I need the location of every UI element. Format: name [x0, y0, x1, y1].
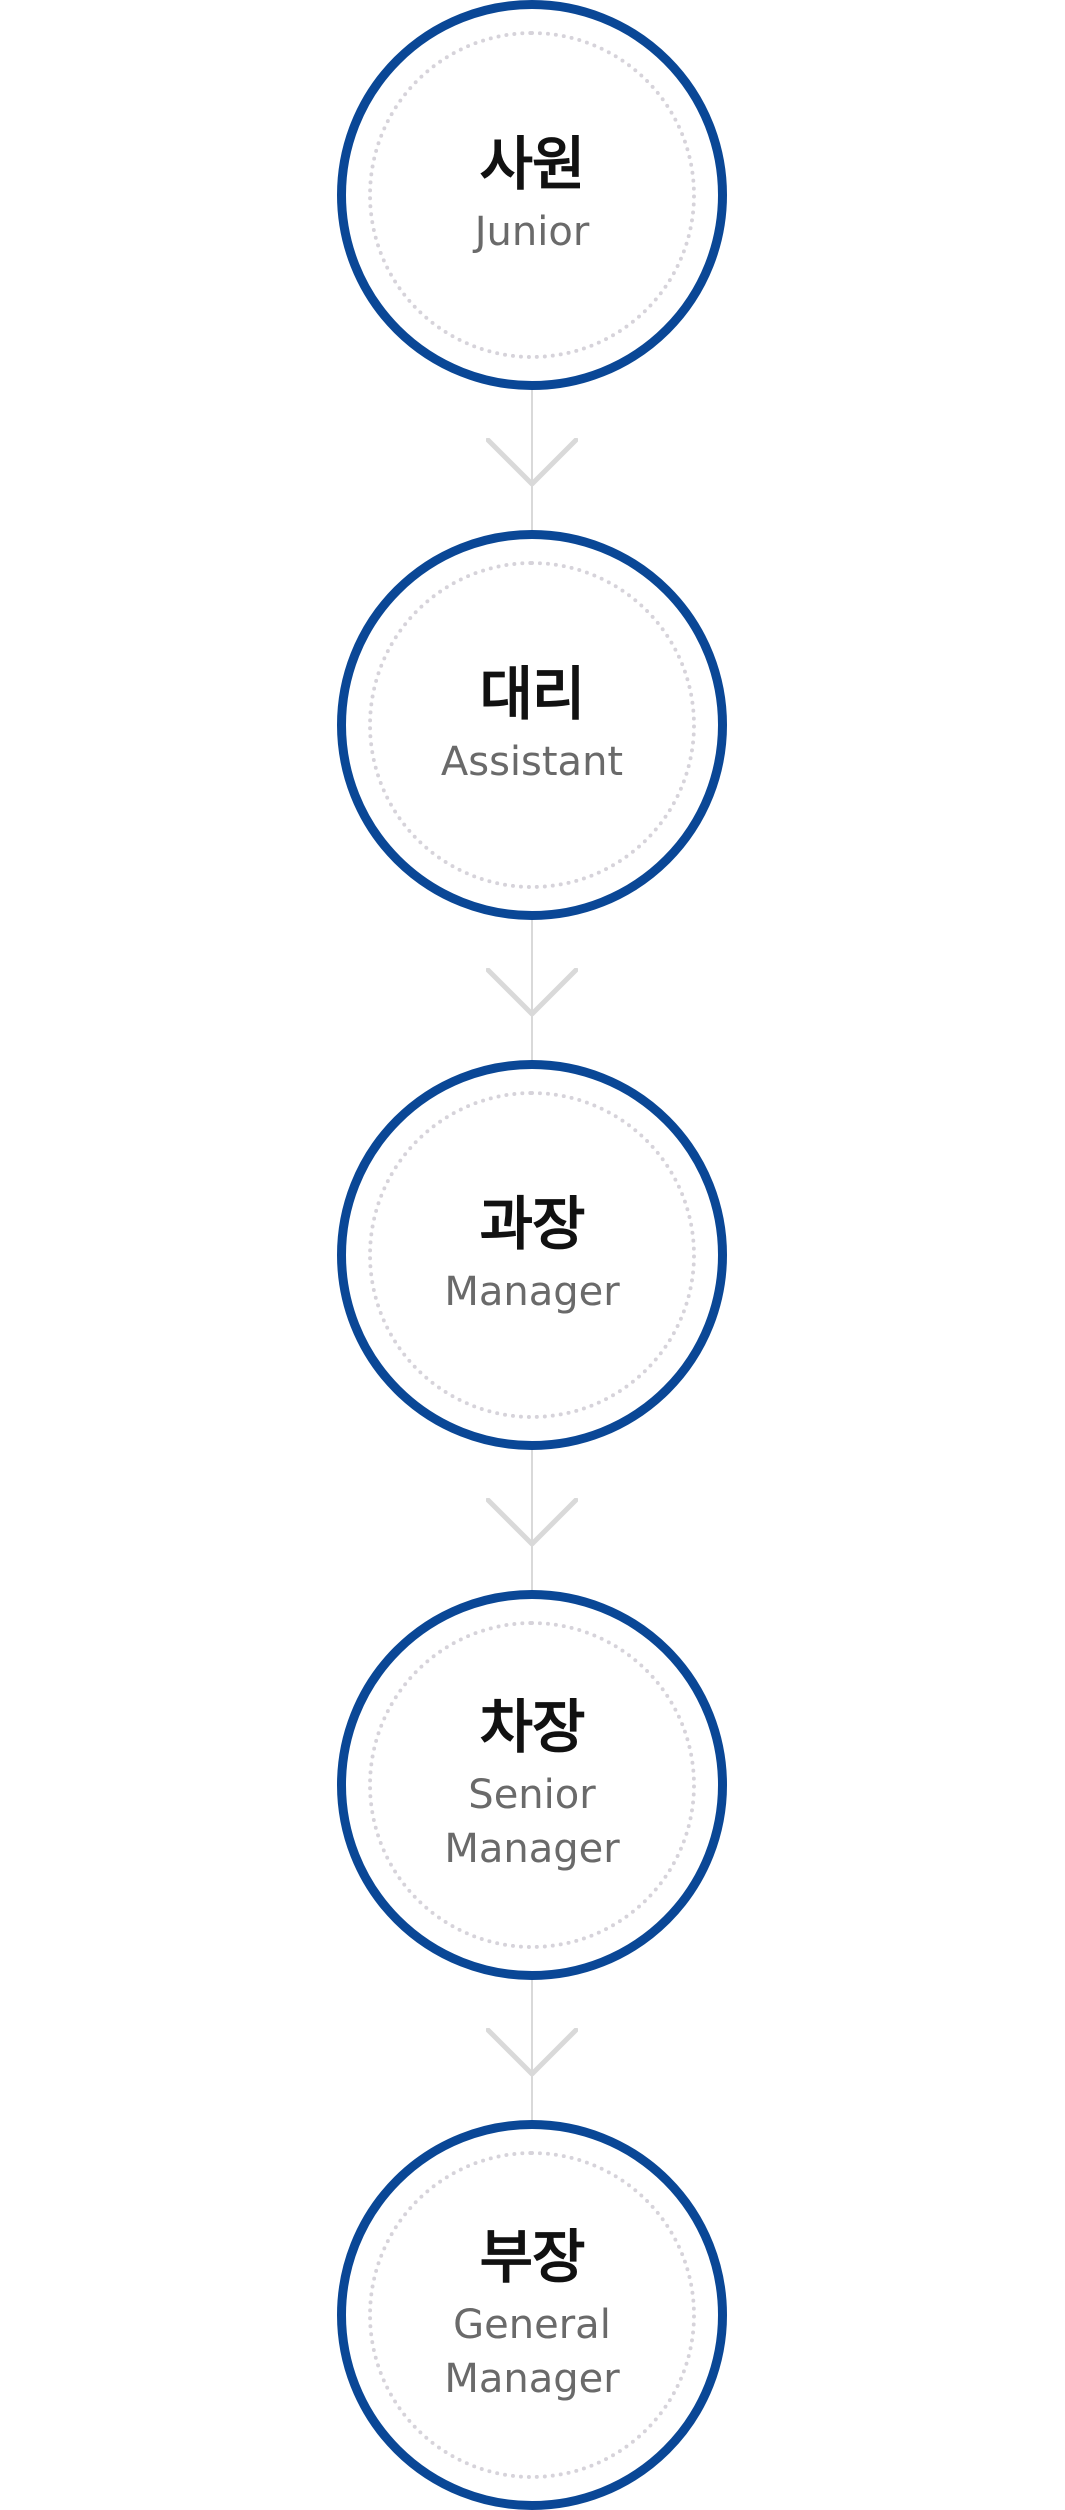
chevron-down-icon — [486, 1498, 578, 1547]
stage-circle-junior: 사원 Junior — [337, 0, 727, 390]
connector-line — [531, 1440, 533, 1610]
connector-line — [531, 380, 533, 550]
dotted-ring: 사원 Junior — [368, 31, 696, 359]
stage-subtitle: Senior Manager — [444, 1772, 620, 1873]
connector-line — [531, 910, 533, 1080]
stage-title: 사원 — [479, 129, 586, 198]
dotted-ring: 대리 Assistant — [368, 561, 696, 889]
connector-line — [531, 1970, 533, 2140]
stage-title: 부장 — [479, 2222, 586, 2291]
stage-subtitle: Assistant — [440, 739, 624, 786]
stage-subtitle: General Manager — [444, 2302, 620, 2403]
stage-title: 과장 — [479, 1189, 586, 1258]
stage-subtitle: Manager — [444, 1269, 620, 1316]
stage-circle-general-manager: 부장 General Manager — [337, 2120, 727, 2510]
chevron-down-icon — [486, 438, 578, 487]
dotted-ring: 차장 Senior Manager — [368, 1621, 696, 1949]
chevron-down-icon — [486, 2028, 578, 2077]
stage-circle-senior-manager: 차장 Senior Manager — [337, 1590, 727, 1980]
chevron-down-icon — [486, 968, 578, 1017]
stage-title: 차장 — [479, 1692, 586, 1761]
dotted-ring: 과장 Manager — [368, 1091, 696, 1419]
dotted-ring: 부장 General Manager — [368, 2151, 696, 2479]
stage-title: 대리 — [479, 659, 586, 728]
stage-circle-assistant: 대리 Assistant — [337, 530, 727, 920]
stage-subtitle: Junior — [474, 209, 590, 256]
stage-circle-manager: 과장 Manager — [337, 1060, 727, 1450]
